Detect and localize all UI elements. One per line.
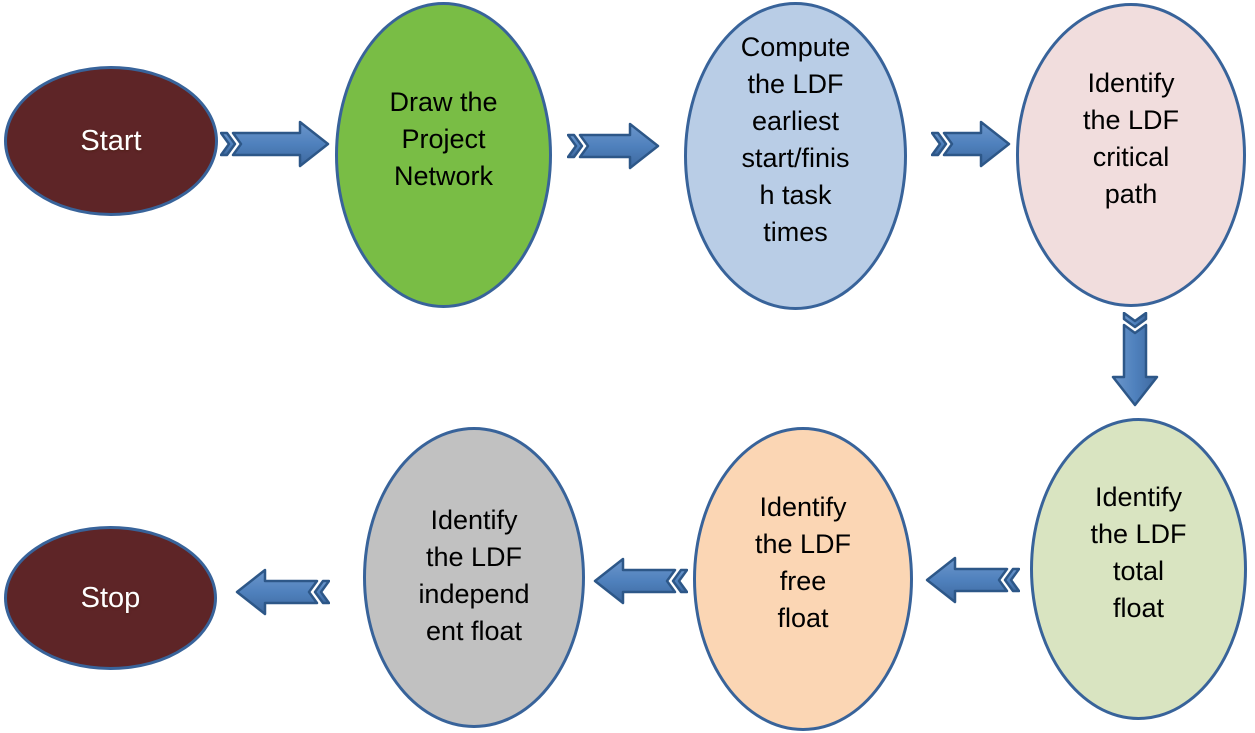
node-stop-label: Stop — [80, 582, 141, 614]
node-compute-ldf-times-label: Compute the LDF earliest start/finis h t… — [740, 32, 851, 247]
node-identify-free-float-label: Identify the LDF free float — [754, 492, 852, 633]
node-identify-independent-float: Identify the LDF independ ent float — [363, 427, 585, 728]
arrow-down-icon — [1111, 312, 1159, 407]
node-draw-project-network: Draw the Project Network — [335, 2, 552, 308]
node-compute-ldf-times: Compute the LDF earliest start/finis h t… — [684, 2, 907, 310]
node-draw-project-network-label: Draw the Project Network — [389, 86, 498, 191]
node-start: Start — [4, 66, 218, 216]
node-identify-total-float: Identify the LDF total float — [1030, 418, 1247, 720]
arrow-left-icon — [235, 568, 330, 616]
node-stop: Stop — [4, 526, 217, 670]
node-identify-total-float-label: Identify the LDF total float — [1090, 482, 1187, 623]
arrow-left-icon — [593, 557, 688, 605]
node-identify-critical-path: Identify the LDF critical path — [1016, 3, 1246, 307]
arrow-left-icon — [925, 556, 1020, 604]
node-identify-critical-path-label: Identify the LDF critical path — [1082, 68, 1180, 209]
node-identify-independent-float-label: Identify the LDF independ ent float — [418, 504, 530, 646]
arrow-right-icon — [567, 122, 660, 170]
arrow-right-icon — [931, 120, 1011, 168]
node-identify-free-float: Identify the LDF free float — [693, 427, 913, 731]
node-start-label: Start — [80, 125, 142, 157]
arrow-right-icon — [220, 120, 330, 168]
